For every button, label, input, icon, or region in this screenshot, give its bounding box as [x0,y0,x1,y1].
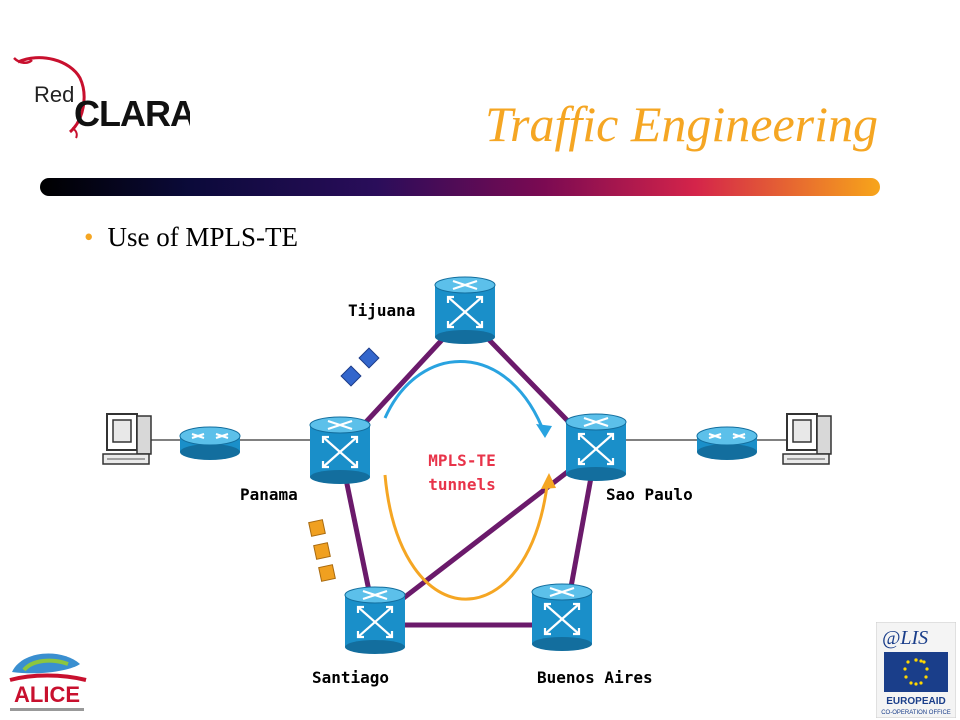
tunnel-orange-arrowhead [541,473,556,489]
tunnel-blue-arrowhead [536,424,552,438]
label-panama: Panama [240,485,298,504]
bullet-text: Use of MPLS-TE [107,222,298,252]
bullet-dot-icon: • [84,222,94,252]
edge-router-left-icon [179,426,241,461]
alice-logo: ALICE [9,653,87,711]
alice-logo-text: ALICE [14,682,80,707]
packets-orange [308,519,336,582]
label-santiago: Santiago [312,668,389,687]
tunnel-orange [383,474,550,601]
computer-right-icon [782,413,832,465]
title-underline-bar [40,178,880,196]
alis-europeaid-logo: @LIS EUROPEAID CO-OPERATION OFFICE [876,622,956,718]
page-title: Traffic Engineering [484,96,878,152]
edge-router-right-icon [696,426,758,461]
label-saopaulo: Sao Paulo [606,485,693,504]
bullet-item: • Use of MPLS-TE [84,222,298,253]
router-saopaulo-icon [564,412,628,483]
logo-text-clara: CLARA [74,93,190,134]
alis-logo-text: @LIS [882,627,928,649]
tunnel-label-line1: MPLS-TE [428,451,495,470]
label-tijuana: Tijuana [348,301,415,320]
tunnel-label-line2: tunnels [428,475,495,494]
tunnel-blue [383,359,547,436]
router-buenosaires-icon [530,582,594,653]
europeaid-text: EUROPEAID [886,696,945,707]
packets-blue [340,347,380,387]
redclara-logo: Red CLARA [13,56,190,139]
eu-flag-icon [884,652,948,692]
router-panama-icon [308,415,372,486]
europeaid-subtext: CO-OPERATION OFFICE [881,710,951,716]
router-tijuana-icon [433,275,497,346]
router-santiago-icon [343,585,407,656]
label-buenosaires: Buenos Aires [537,668,653,687]
logo-text-red: Red [34,82,74,107]
computer-left-icon [102,413,152,465]
